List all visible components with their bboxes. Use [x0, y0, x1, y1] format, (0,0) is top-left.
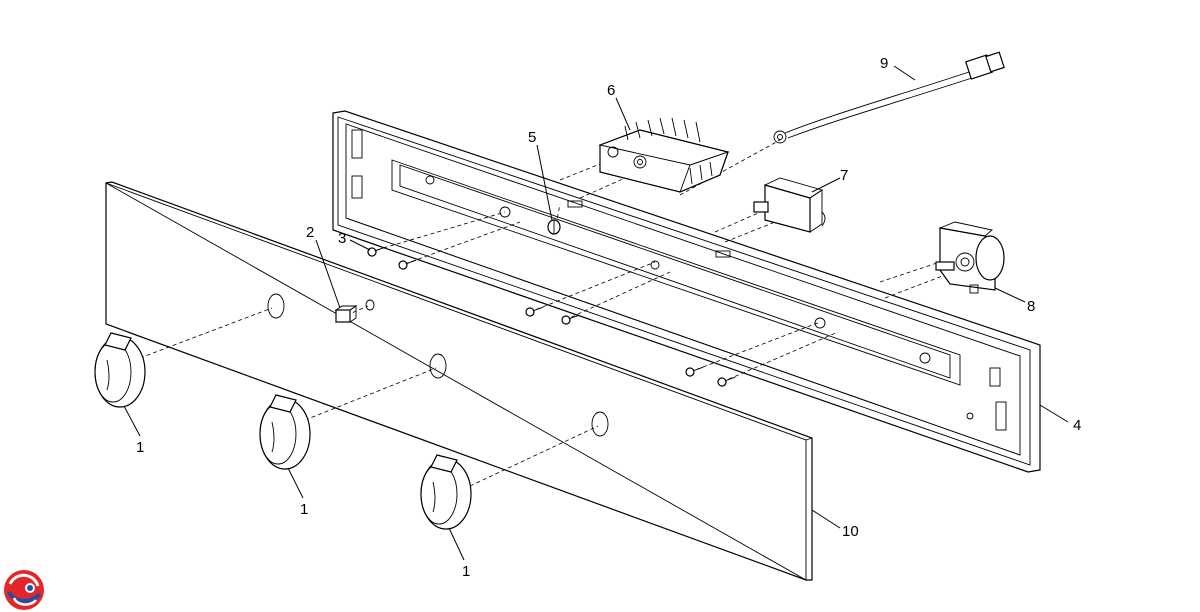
label-knob-1a: 1	[136, 439, 144, 456]
rocker-switch	[753, 177, 826, 233]
fascia-panel	[105, 181, 813, 581]
label-knob-1b: 1	[300, 501, 308, 518]
brand-swirl-logo	[4, 570, 44, 610]
control-knob-3	[420, 454, 472, 530]
screws	[367, 246, 736, 387]
control-knob-2	[259, 394, 311, 470]
part-labels: 1 1 1 2 3 4 5 6 7 8 9 10	[136, 55, 1081, 580]
label-indicator-2: 2	[306, 224, 314, 241]
label-selector-switch-6: 6	[607, 82, 615, 99]
label-clip-5: 5	[528, 129, 536, 146]
assembly-lines	[139, 139, 946, 487]
selector-switch	[598, 117, 730, 193]
label-timer-8: 8	[1027, 298, 1035, 315]
label-screw-3: 3	[338, 230, 346, 247]
label-fascia-panel-10: 10	[842, 523, 859, 540]
control-panel-frame	[332, 110, 1041, 473]
control-knob-1	[94, 332, 146, 408]
label-cable-9: 9	[880, 55, 888, 72]
label-control-panel-4: 4	[1073, 417, 1081, 434]
label-knob-1c: 1	[462, 563, 470, 580]
label-switch-7: 7	[840, 167, 848, 184]
leader-lines	[123, 65, 1069, 561]
indicator-lamp	[334, 299, 375, 323]
timer-unit	[935, 221, 1005, 294]
cable-harness	[773, 51, 1005, 144]
clip	[547, 219, 561, 235]
